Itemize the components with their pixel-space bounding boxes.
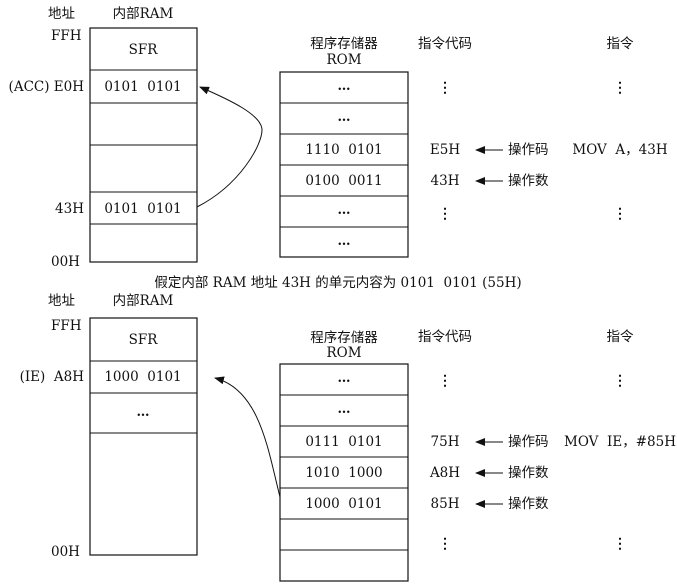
bottom-opcode-vdots: ⋮ (438, 373, 452, 389)
bottom-ram-cell-sfr: SFR (129, 332, 159, 348)
top-address-header: 地址 (48, 6, 75, 22)
bottom-ram-cell-dots: … (137, 405, 150, 420)
bottom-rom-cell-2: 0111 0101 (305, 434, 382, 450)
bottom-opcode-a8h: A8H (429, 465, 460, 481)
top-ram-addr-43h: 43H (55, 201, 84, 217)
top-ram-addr-acc: (ACC) E0H (9, 79, 85, 95)
bottom-opcode-75h: 75H (431, 434, 460, 450)
bottom-rom-header-line2: ROM (326, 345, 361, 361)
top-rom-cell-0: … (338, 79, 351, 94)
bottom-ram-header: 内部RAM (113, 293, 174, 309)
bottom-ram-box (89, 317, 198, 556)
top-instruction-mov: MOV A，43H (572, 142, 667, 158)
top-rom-cell-3: 0100 0011 (305, 173, 382, 189)
bottom-opcode-vdots: ⋮ (438, 536, 452, 552)
bottom-pointer-operand-2: 操作数 (508, 496, 549, 512)
bottom-rom-header-line1: 程序存储器 (310, 330, 378, 346)
top-transfer-arrow (196, 86, 263, 208)
top-ram-cell-sfr: SFR (129, 42, 159, 58)
top-ram-addr-ffh: FFH (51, 28, 82, 44)
bottom-instruction-header: 指令 (607, 329, 635, 345)
top-instruction-header: 指令 (607, 36, 635, 52)
bottom-diagram: 地址 内部RAM 程序存储器 ROM 指令代码 指令 FFH 00H SFR 1… (20, 293, 676, 582)
top-opcode-vdots: ⋮ (438, 80, 452, 96)
bottom-rom-cell-4: 1000 0101 (305, 496, 382, 512)
top-ram-addr-00h: 00H (51, 254, 80, 270)
bottom-rom-cell-3: 1010 1000 (305, 465, 382, 481)
top-instr-vdots: ⋮ (613, 206, 627, 222)
top-ram-cell-acc: 0101 0101 (104, 79, 181, 95)
top-pointer-opcode: 操作码 (508, 142, 549, 158)
bottom-instr-vdots: ⋮ (613, 536, 627, 552)
bottom-pointer-opcode: 操作码 (508, 434, 549, 450)
top-opcode-vdots: ⋮ (438, 206, 452, 222)
bottom-opcode-85h: 85H (431, 496, 460, 512)
top-opcode-e5h: E5H (430, 142, 460, 158)
bottom-ram-cell-ie: 1000 0101 (104, 369, 181, 385)
bottom-opcode-header: 指令代码 (418, 329, 472, 345)
top-rom-cell-1: … (338, 110, 351, 125)
top-rom-header-line1: 程序存储器 (310, 36, 378, 52)
bottom-ram-addr-ffh: FFH (51, 318, 82, 334)
top-opcode-43h: 43H (431, 173, 460, 189)
caption: 假定内部 RAM 地址 43H 的单元内容为 0101 0101 (55H) (154, 274, 521, 291)
top-opcode-header: 指令代码 (418, 36, 472, 52)
top-rom-header-line2: ROM (326, 52, 361, 68)
top-diagram: 地址 内部RAM 程序存储器 ROM 指令代码 指令 FFH 00H SFR 0… (9, 6, 668, 270)
bottom-rom-cell-1: … (338, 402, 351, 417)
bottom-rom-box (279, 363, 409, 582)
bottom-transfer-arrow (214, 376, 281, 498)
top-ram-cell-43h: 0101 0101 (104, 201, 181, 217)
bottom-instruction-mov: MOV IE，#85H (564, 434, 676, 450)
top-ram-header: 内部RAM (113, 6, 174, 22)
top-rom-cell-2: 1110 0101 (305, 142, 382, 158)
bottom-instr-vdots: ⋮ (613, 373, 627, 389)
top-instr-vdots: ⋮ (613, 80, 627, 96)
bottom-ram-addr-00h: 00H (51, 544, 80, 560)
top-pointer-operand: 操作数 (508, 173, 549, 189)
bottom-pointer-operand-1: 操作数 (508, 465, 549, 481)
top-rom-cell-5: … (338, 234, 351, 249)
bottom-address-header: 地址 (48, 293, 75, 309)
bottom-rom-cell-0: … (338, 371, 351, 386)
top-rom-cell-4: … (338, 203, 351, 218)
bottom-ram-addr-ie: (IE) A8H (20, 369, 85, 385)
